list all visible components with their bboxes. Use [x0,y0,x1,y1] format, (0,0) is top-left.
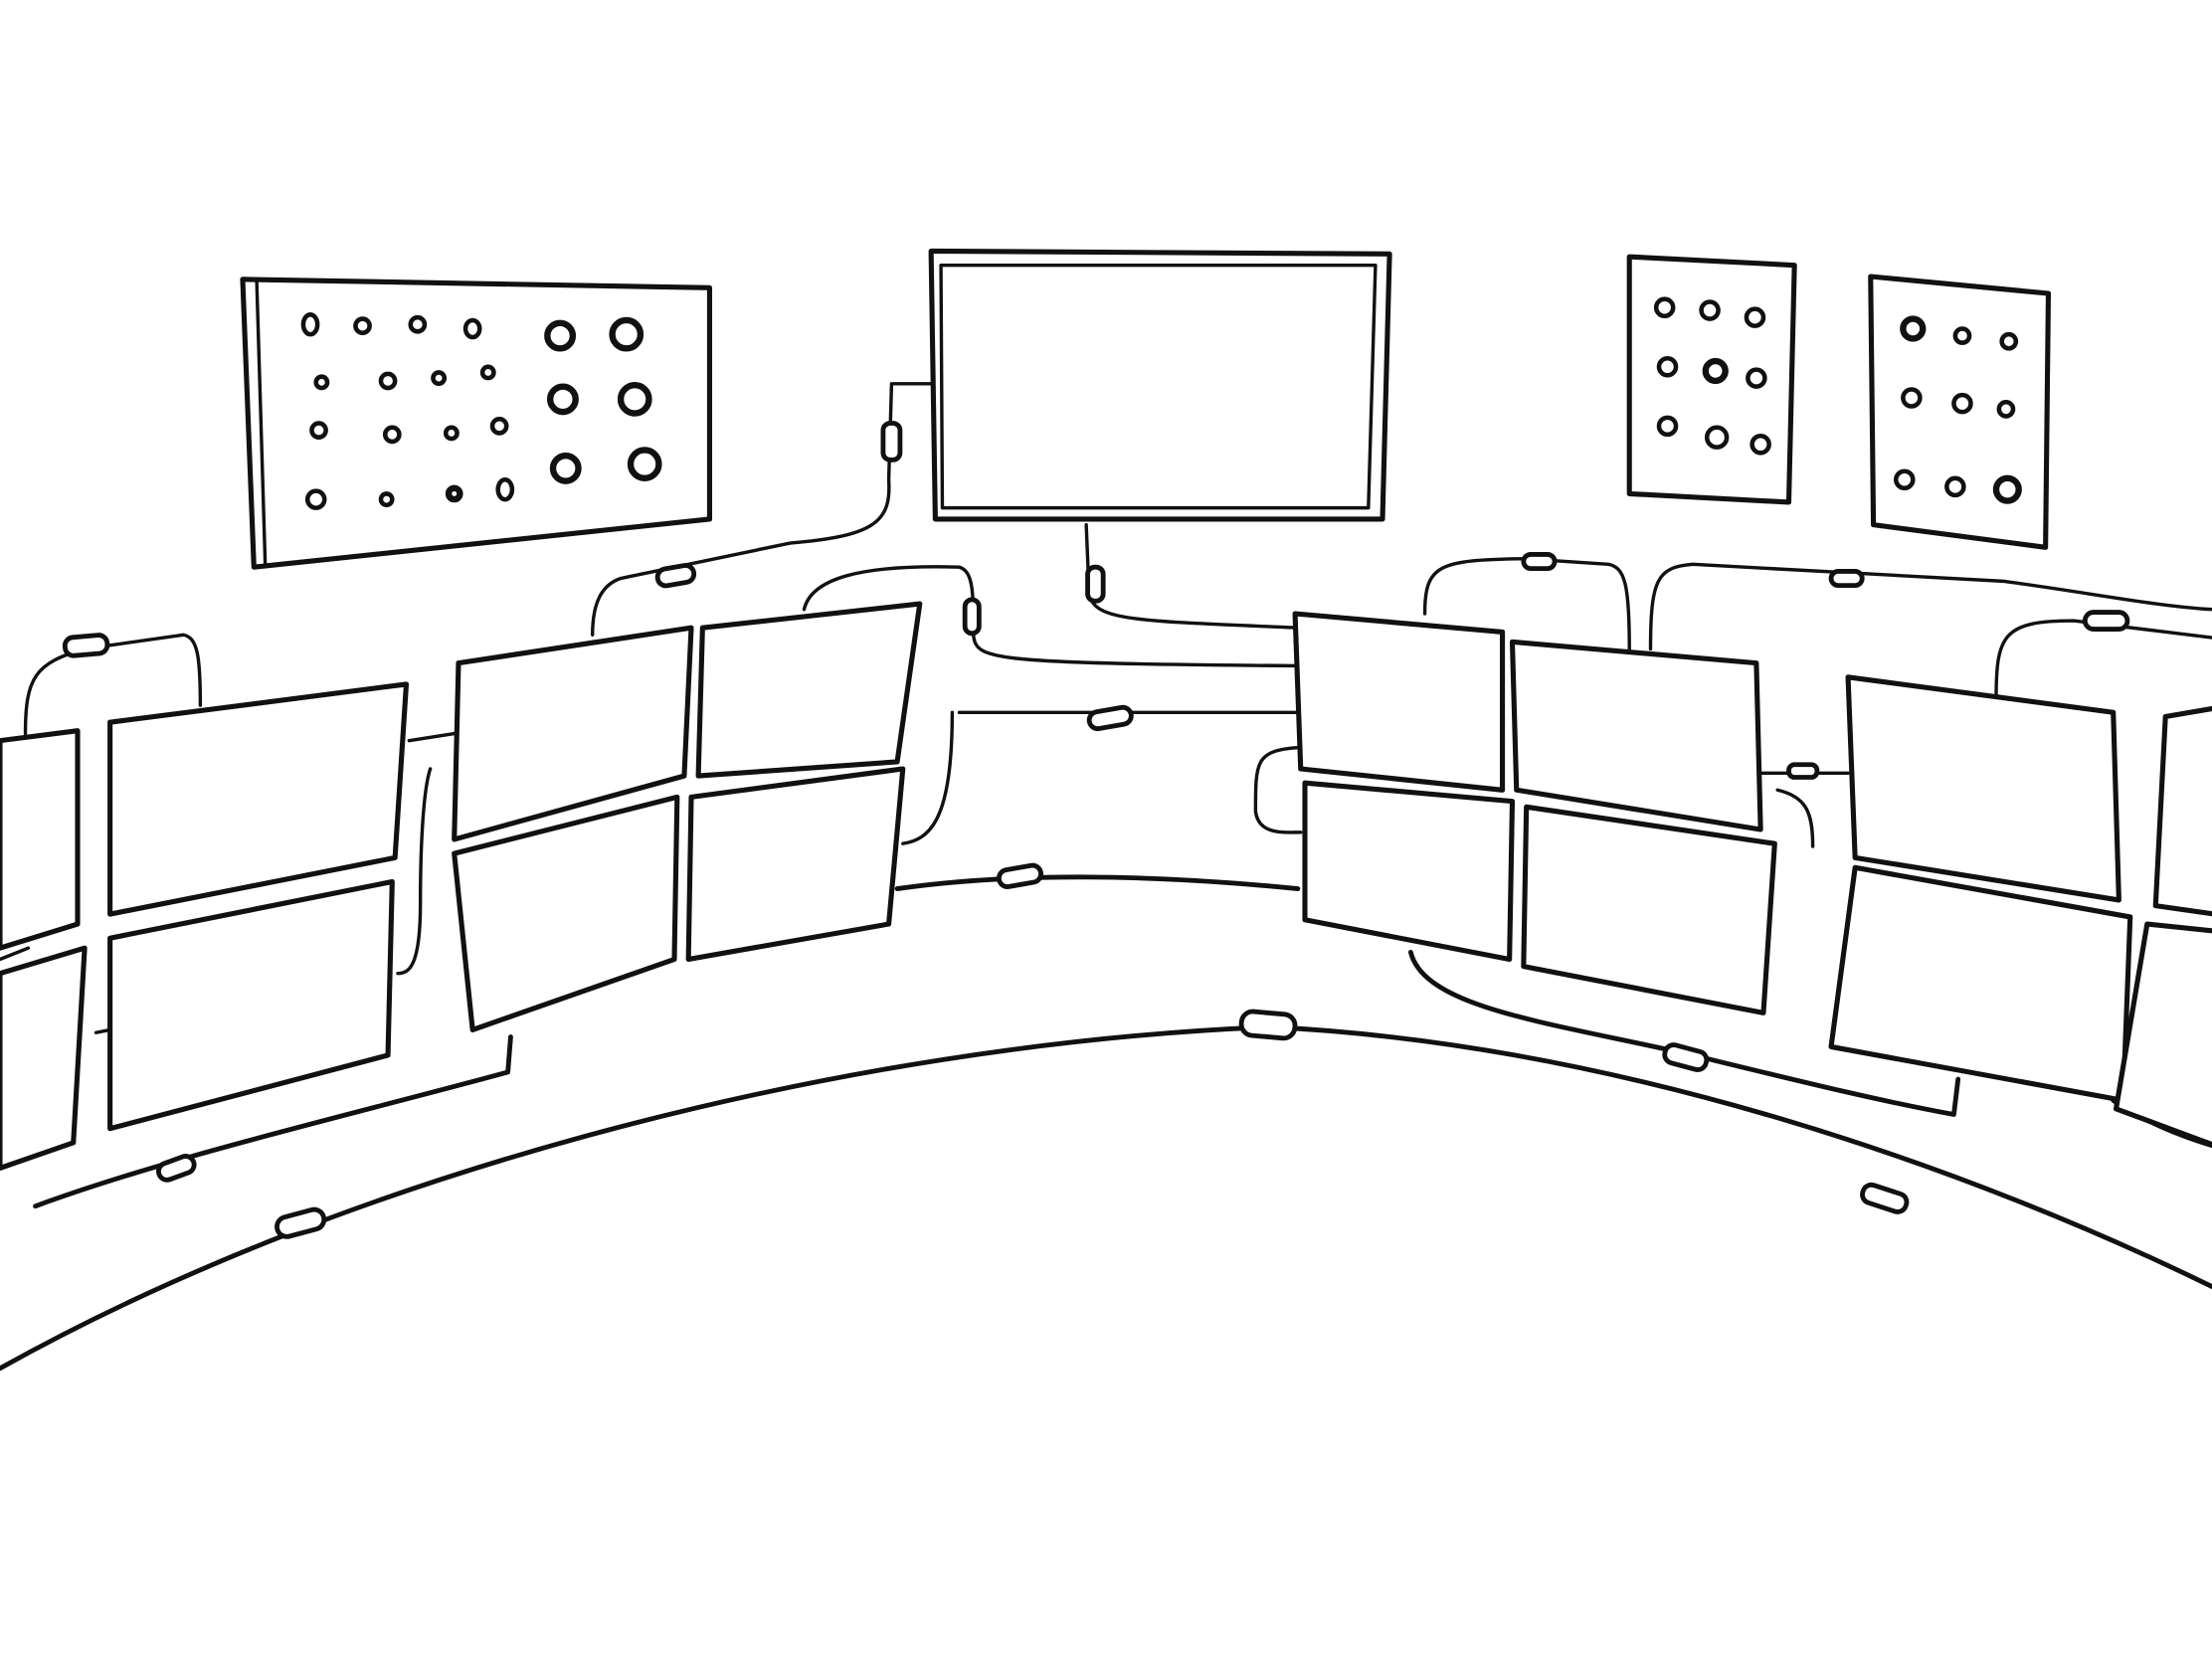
cable [591,382,933,637]
monitor [107,878,395,1132]
monitor [107,681,410,917]
monitor-bank-e [1509,639,1777,1015]
monitor [1521,804,1777,1015]
monitor [2152,705,2212,917]
monitor-bank-b [452,625,694,1032]
cable-clip [156,1154,197,1183]
cables [0,382,2212,1034]
cable-clip [1238,1009,1298,1041]
monitor [452,625,694,842]
monitor [452,794,680,1032]
desk-back-edge-center [894,874,1301,891]
wall-display-tv [928,248,1392,522]
monitor [1828,864,2133,1103]
monitor-bank-c [685,601,923,963]
desk-front-edge [0,1024,2212,1372]
monitor [685,766,906,963]
cable-clip [1085,564,1106,604]
monitor-bank-far-right [2113,705,2212,1148]
monitor [1302,780,1516,963]
monitor [1845,674,2121,903]
monitor [2113,921,2212,1148]
cable-clip [1086,704,1134,732]
cable-clip [1860,1182,1910,1214]
speaker-panel-left [240,276,712,570]
cable [901,710,1300,845]
monitor-bank-d [1292,611,1516,963]
cable-clip [996,862,1043,889]
speaker-dots [300,312,662,510]
cable-clip [2082,610,2130,633]
monitor-bank-f [1828,674,2133,1103]
cable [1648,562,2212,651]
cable [1758,771,1850,848]
cable-clip [1662,1042,1710,1072]
speaker-panel-right-2 [1868,274,2052,550]
cable [1084,522,1300,630]
cable-clip [275,1206,327,1239]
monitor-bank-far-left [0,728,88,1171]
cable-clip [654,563,697,589]
cable-clip [1521,552,1558,572]
cable [1994,619,2212,700]
cable-clip [962,597,982,637]
cable-clip [62,633,110,658]
cable [396,731,457,976]
monitor-bank-a [107,681,410,1132]
cable [1253,746,1303,834]
desk-back-edge-left [33,1034,513,1209]
speaker-panel-right-1 [1626,254,1797,505]
monitor [1509,639,1763,832]
monitor [1292,611,1506,793]
monitor [695,601,923,779]
cable-clip [1786,762,1820,780]
cable-clips [62,421,2130,1239]
cable-clip [1828,569,1865,589]
monitor [0,945,88,1171]
cable-clip [880,421,903,462]
monitor [0,728,81,951]
